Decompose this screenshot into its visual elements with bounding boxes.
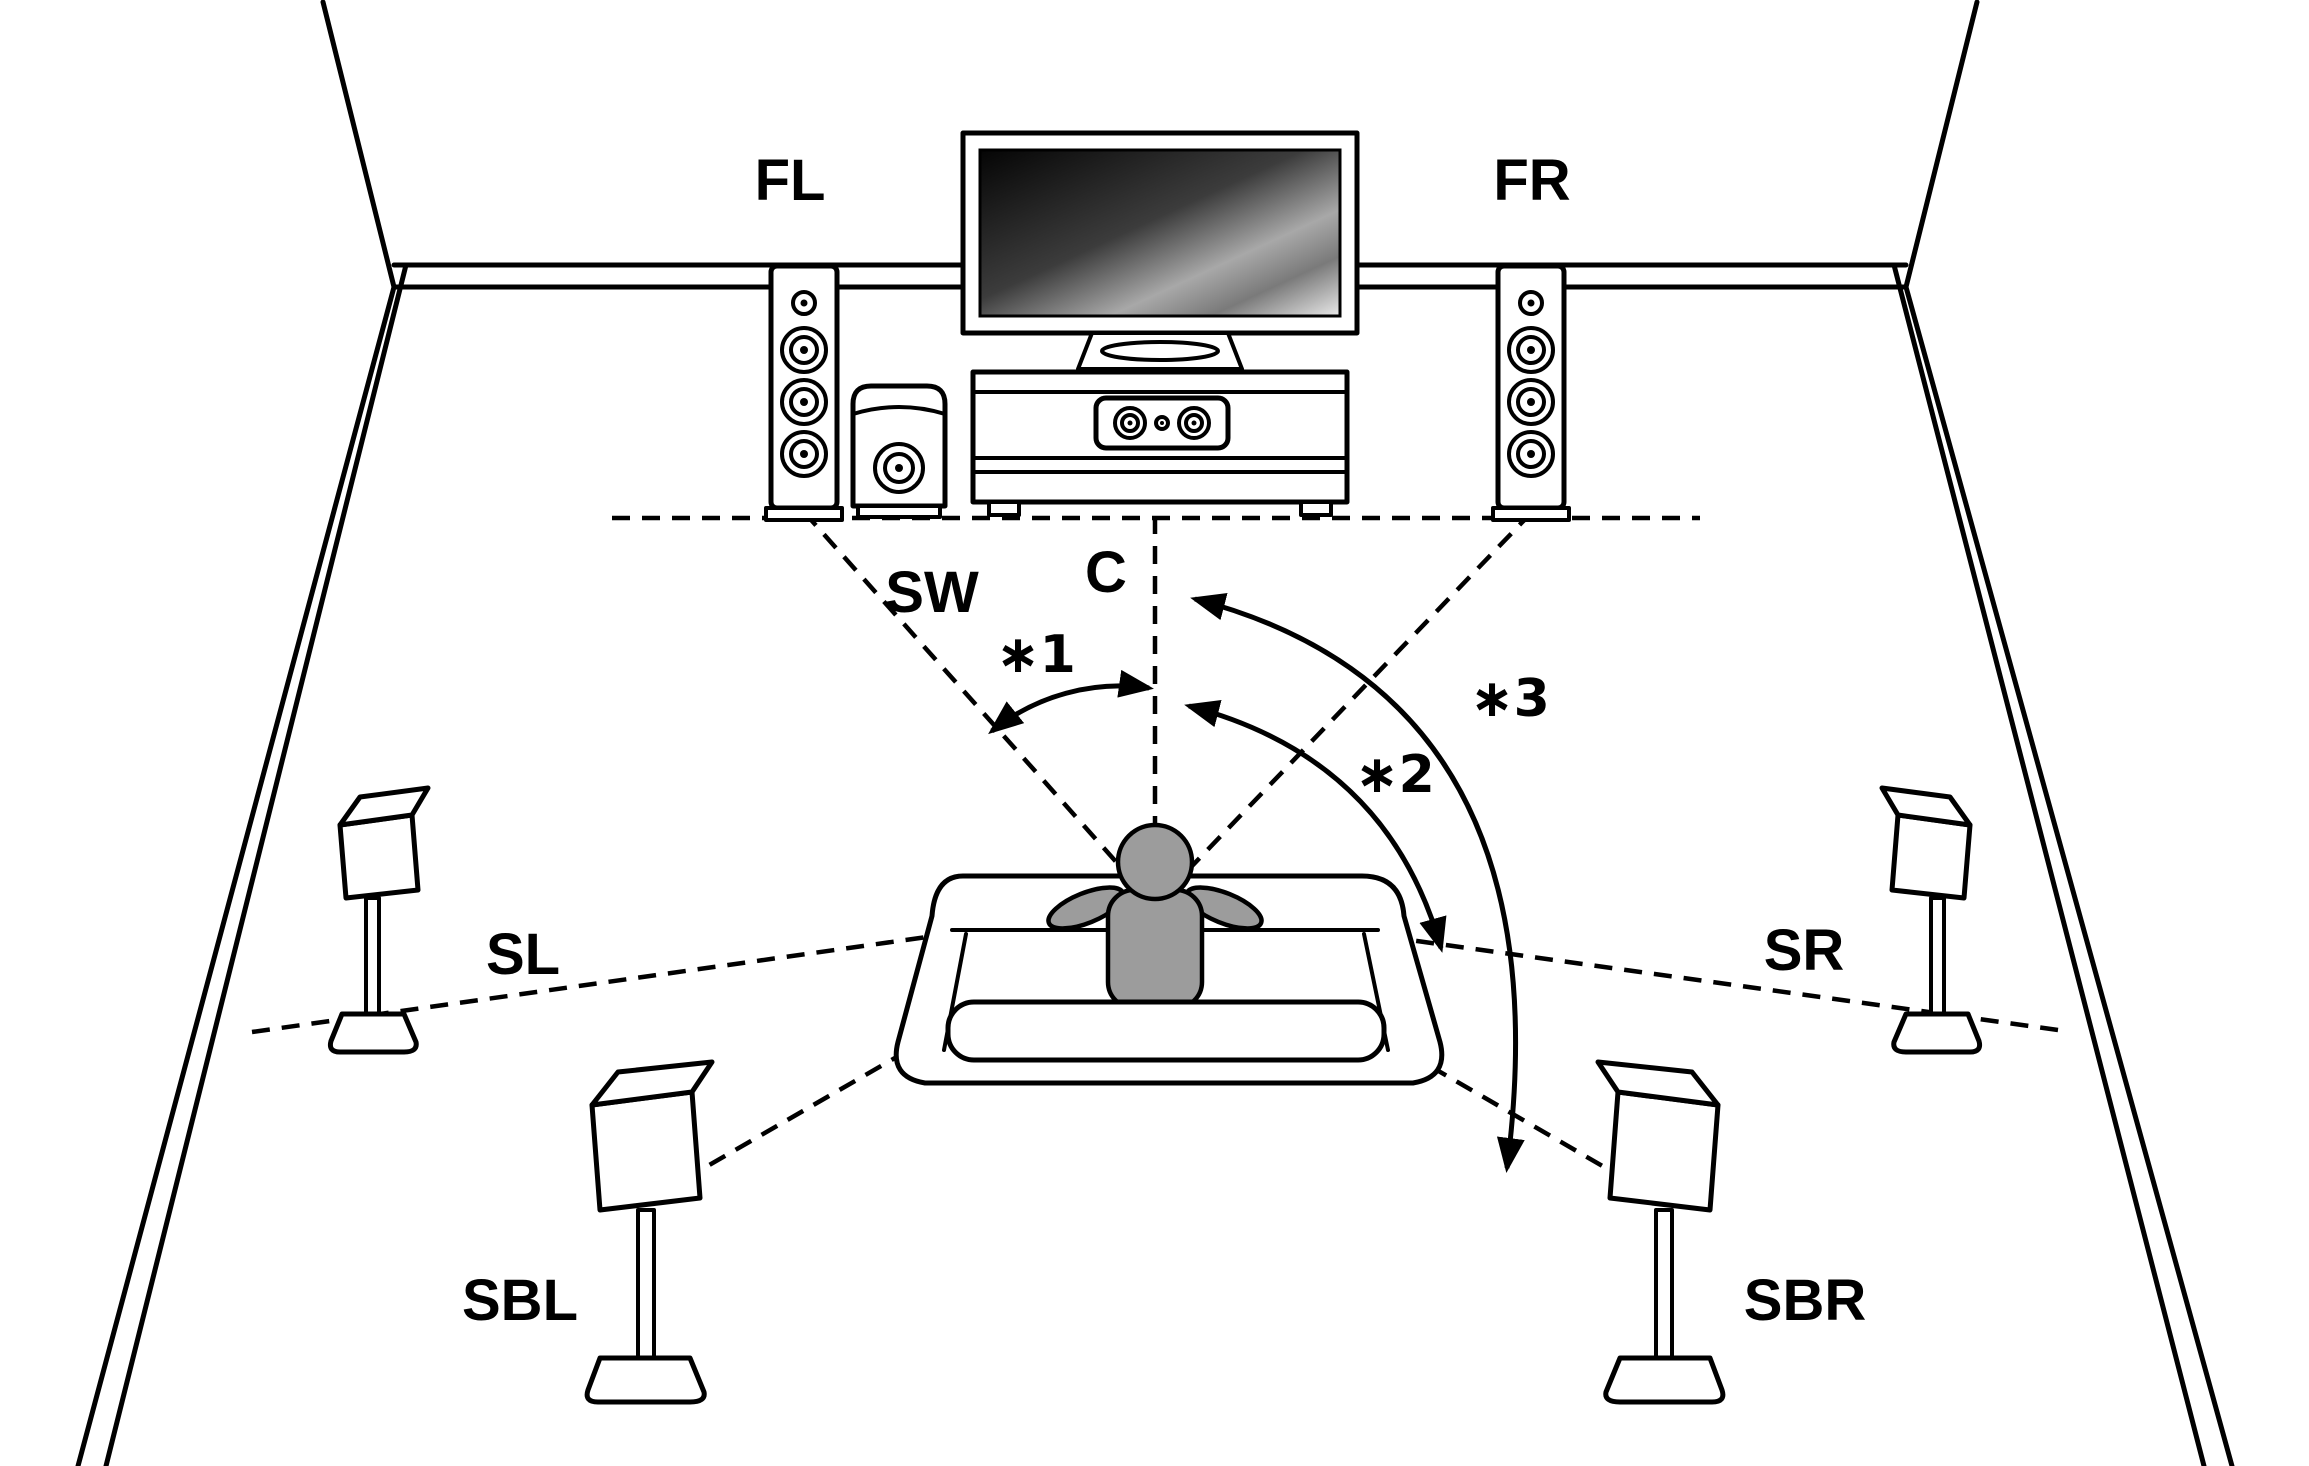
speaker-stand-base: [327, 1011, 419, 1055]
subwoofer: [850, 383, 948, 519]
speaker-tweeter: [791, 290, 817, 316]
speaker-driver: [780, 326, 828, 374]
speaker-driver: [1177, 406, 1211, 440]
speaker-base: [1491, 506, 1571, 522]
front-right-speaker: [1491, 263, 1571, 522]
speaker-stand-pole: [636, 1208, 656, 1362]
label-front-left: FL: [755, 148, 826, 213]
speaker-box-top: [337, 785, 431, 828]
sofa-seat-cushion: [945, 999, 1387, 1063]
speaker-box-top: [1879, 785, 1973, 828]
front-left-dashed-line: [802, 510, 1145, 894]
speaker-stand-base: [584, 1355, 707, 1405]
label-angle-2: ∗2: [1355, 745, 1435, 805]
label-center: C: [1085, 540, 1127, 605]
surround-back-left-dashed-line: [690, 914, 1143, 1177]
tv-screen: [978, 148, 1342, 318]
surround-back-right-dashed-line: [1169, 914, 1620, 1177]
room-right-corner-line: [1903, 0, 1980, 290]
angle1-arrow-arc: [988, 669, 1154, 735]
angle-arrows: [988, 593, 1525, 1173]
speaker-driver: [1507, 378, 1555, 426]
speaker-stand-base: [1891, 1011, 1983, 1055]
room-left-floor-edge: [75, 284, 397, 1466]
label-subwoofer: SW: [885, 560, 979, 625]
speaker-driver: [873, 442, 925, 494]
subwoofer-top-bevel: [851, 405, 947, 416]
surround-back-left-speaker: [584, 1059, 715, 1405]
subwoofer-base: [856, 504, 942, 519]
room-left-baseboard-edge: [103, 262, 409, 1466]
labels: FL FR SW C SL SR SBL SBR ∗1 ∗2 ∗3: [462, 148, 1866, 1333]
cabinet-foot-left: [987, 500, 1021, 517]
listener: [1046, 822, 1264, 1011]
speaker-box-front: [589, 1089, 703, 1213]
center-speaker: [1093, 395, 1231, 451]
speaker-stand-pole: [1654, 1208, 1674, 1362]
tv-cabinet: [970, 369, 1350, 517]
room-left-corner-line: [320, 0, 397, 290]
speaker-driver: [780, 378, 828, 426]
surround-back-right-speaker: [1595, 1059, 1726, 1405]
room-right-baseboard-edge: [1891, 262, 2207, 1466]
surround-left-speaker: [327, 785, 431, 1055]
speaker-stand-pole: [1929, 896, 1946, 1018]
speaker-stand-base: [1603, 1355, 1726, 1405]
label-surround-right: SR: [1764, 918, 1845, 983]
listener-torso: [1105, 887, 1205, 1011]
speaker-box-front: [1889, 812, 1973, 901]
angle3-arrow-arc: [1190, 593, 1525, 1173]
speaker-stand-pole: [364, 896, 381, 1018]
speaker-driver: [780, 430, 828, 478]
speaker-base: [764, 506, 844, 522]
label-surround-back-right: SBR: [1744, 1268, 1866, 1333]
listener-head: [1115, 822, 1195, 902]
room-right-floor-edge: [1903, 284, 2235, 1466]
label-angle-1: ∗1: [996, 625, 1076, 685]
speaker-driver: [1507, 326, 1555, 374]
speaker-box-front: [337, 812, 421, 901]
label-front-right: FR: [1493, 148, 1570, 213]
label-surround-left: SL: [486, 922, 560, 987]
surround-right-speaker: [1879, 785, 1983, 1055]
speaker-box-front: [1607, 1089, 1721, 1213]
speaker-driver: [1113, 406, 1147, 440]
label-angle-3: ∗3: [1470, 669, 1550, 729]
speaker-tweeter: [1518, 290, 1544, 316]
speaker-tweeter: [1154, 415, 1170, 431]
tv-stand-neck: [1076, 331, 1244, 371]
label-surround-back-left: SBL: [462, 1268, 578, 1333]
speaker-box-top: [1595, 1059, 1721, 1108]
speaker-box-top: [589, 1059, 715, 1108]
front-left-speaker: [764, 263, 844, 522]
speaker-driver: [1507, 430, 1555, 478]
cabinet-foot-right: [1299, 500, 1333, 517]
tv: [960, 130, 1360, 371]
tv-stand-dish: [1100, 340, 1220, 362]
